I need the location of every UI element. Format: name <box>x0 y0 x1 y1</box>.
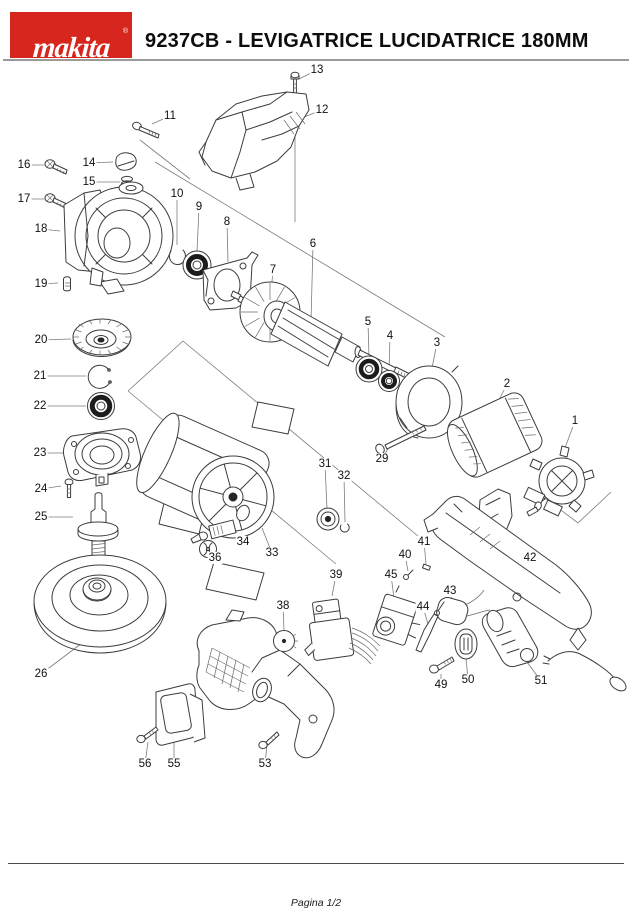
sleeve-31-shape <box>316 507 340 531</box>
pin-41-shape <box>421 563 431 571</box>
capacitor-shape <box>436 589 491 626</box>
handle-housing-shape <box>423 495 592 651</box>
bolt-29-shape <box>375 425 427 455</box>
switch-shape <box>372 585 425 646</box>
gear-housing-shape <box>63 181 174 295</box>
bearing-22-shape <box>87 392 115 420</box>
screw-16-shape <box>44 159 68 175</box>
armature-fan-shape <box>230 281 411 380</box>
bearing-box-shape <box>63 428 142 487</box>
field-stator-shape <box>446 392 543 478</box>
makita-logo: makita ® <box>10 12 132 64</box>
lead-wire-shape <box>415 601 445 653</box>
top-cover-shape <box>198 91 310 191</box>
power-cord-shape <box>542 651 627 692</box>
bolt-11-shape <box>132 121 160 139</box>
rear-handle-shape <box>196 609 335 759</box>
bearing-4-shape <box>378 370 400 392</box>
registered-mark: ® <box>122 28 128 35</box>
cap-36-shape <box>199 540 217 558</box>
grommet-shape <box>454 628 478 660</box>
label-paper-top <box>251 401 295 435</box>
knob-38-shape <box>273 630 298 652</box>
header-divider <box>3 59 629 61</box>
screw-17-shape <box>44 193 68 209</box>
screw-49-shape <box>429 656 455 674</box>
controller-shape <box>304 598 381 665</box>
retainer-plate-8-shape <box>202 251 259 311</box>
circlip-21-shape <box>87 364 112 389</box>
vent-plate-shape <box>155 683 206 746</box>
pin-19-shape <box>63 276 71 292</box>
baffle-ring-shape <box>395 365 463 439</box>
screw-40-shape <box>403 569 414 580</box>
bevel-gear-shape <box>72 318 132 358</box>
spindle-shape <box>77 492 119 561</box>
brush-holder-shape <box>523 445 595 517</box>
screw-24-shape <box>64 478 74 498</box>
label-paper-bottom <box>205 561 265 601</box>
page-number: Pagina 1/2 <box>290 897 342 909</box>
cord-guard-shape <box>481 607 539 668</box>
circlip-10-shape <box>168 249 186 266</box>
page-title: 9237CB - LEVIGATRICE LUCIDATRICE 180MM <box>145 30 589 52</box>
bearing-5-shape <box>355 355 383 383</box>
screw-56-shape <box>136 726 159 744</box>
screw-53-shape <box>258 731 280 750</box>
clip-32-shape <box>339 523 350 533</box>
brush-34-shape <box>190 519 237 544</box>
cap-14-shape <box>115 152 137 171</box>
motor-housing-shape <box>136 412 275 539</box>
footer-divider <box>8 863 624 864</box>
backing-pad-shape <box>33 554 167 654</box>
